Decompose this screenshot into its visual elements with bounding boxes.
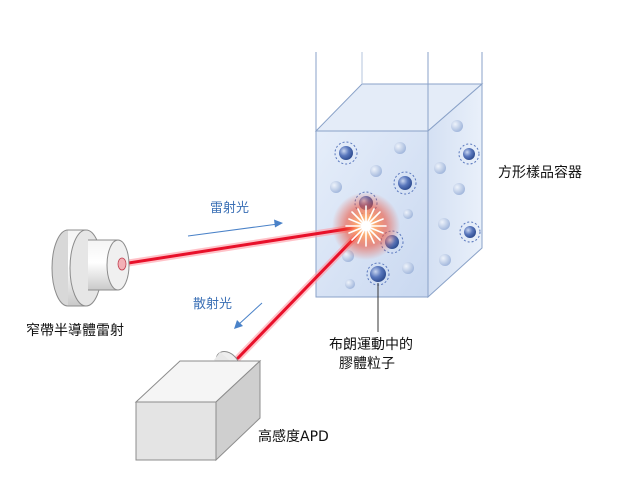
laser-beam bbox=[118, 222, 370, 268]
particle bbox=[451, 120, 463, 132]
scatter-star-icon bbox=[332, 192, 400, 260]
particle bbox=[345, 279, 355, 289]
particle bbox=[330, 181, 342, 193]
scatter-direction-arrow bbox=[234, 302, 263, 329]
laser-diode-icon bbox=[51, 229, 130, 307]
particle bbox=[393, 171, 417, 195]
particle bbox=[459, 221, 481, 243]
particle bbox=[434, 162, 446, 174]
particle bbox=[394, 142, 406, 154]
particles-label: 布朗運動中的 膠體粒子 bbox=[329, 336, 413, 374]
particle bbox=[458, 143, 480, 165]
particles-label-line2: 膠體粒子 bbox=[339, 356, 395, 372]
particle bbox=[453, 183, 465, 195]
laser-direction-arrow bbox=[187, 219, 283, 237]
cuvette bbox=[314, 52, 484, 299]
laser-source-label: 窄帶半導體雷射 bbox=[26, 323, 124, 339]
particle bbox=[334, 141, 358, 165]
laser-light-label: 雷射光 bbox=[210, 201, 250, 216]
particle bbox=[402, 262, 414, 274]
apd-detector-icon bbox=[134, 350, 262, 462]
particle bbox=[439, 254, 451, 266]
particle bbox=[438, 218, 450, 230]
cuvette-label: 方形樣品容器 bbox=[498, 165, 582, 181]
detector-label: 高感度APD bbox=[258, 429, 329, 445]
particles-label-line1: 布朗運動中的 bbox=[329, 337, 413, 353]
particle bbox=[403, 209, 413, 219]
scattered-light-label: 散射光 bbox=[193, 297, 233, 312]
particle bbox=[370, 165, 382, 177]
